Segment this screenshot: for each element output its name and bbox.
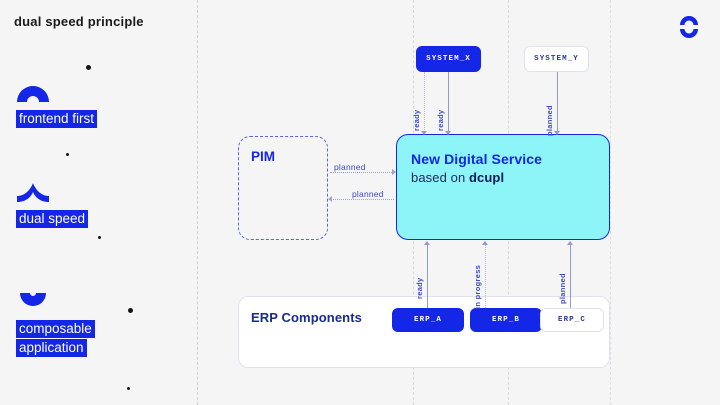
node-label: ERP_A <box>413 316 442 324</box>
decorative-dot <box>86 65 91 70</box>
background-guide-line <box>610 0 611 405</box>
rail-item-label: dual speed <box>16 210 89 228</box>
node-label: SYSTEM_Y <box>534 55 579 63</box>
connector-pim-to-service <box>330 169 396 175</box>
connector-label: ready <box>415 277 424 299</box>
decorative-dot <box>66 153 69 156</box>
cup-down-icon <box>16 292 50 312</box>
connector-erpb-in-progress <box>482 241 488 308</box>
node-label: ERP_B <box>491 316 520 324</box>
node-erp-b[interactable]: ERP_B <box>470 308 542 332</box>
subtitle-prefix: based on <box>411 170 470 185</box>
node-label: PIM <box>251 149 276 164</box>
connector-label: ready <box>412 109 421 131</box>
node-erp-a[interactable]: ERP_A <box>392 308 464 332</box>
dcupl-logo-icon <box>676 14 702 40</box>
connector-label: planned <box>558 273 567 304</box>
connector-label: planned <box>545 105 554 136</box>
connector-service-to-pim <box>328 196 394 202</box>
rail-item-label: frontend first <box>16 110 98 128</box>
connector-erpa-ready <box>424 241 430 308</box>
background-guide-line <box>197 0 198 405</box>
node-erp-c[interactable]: ERP_C <box>540 308 604 332</box>
connector-label: ready <box>436 109 445 131</box>
connector-label: planned <box>334 162 366 172</box>
rail-item-dual-speed: dual speed <box>16 182 89 228</box>
connector-label: planned <box>352 189 384 199</box>
connector-label: in progress <box>473 264 482 309</box>
node-pim[interactable]: PIM <box>238 136 328 240</box>
decorative-dot <box>127 387 130 390</box>
connector-sysx-ready-dotted <box>421 72 427 135</box>
node-label: ERP_C <box>557 316 586 324</box>
node-title: New Digital Service <box>411 151 543 167</box>
page-title: dual speed principle <box>14 14 144 29</box>
node-system-y[interactable]: SYSTEM_Y <box>524 46 589 72</box>
connector-sysy-planned <box>554 72 560 135</box>
decorative-dot <box>128 308 133 313</box>
connector-erpc-planned <box>567 241 573 308</box>
node-subtitle: based on dcupl <box>411 170 609 185</box>
connector-sysx-ready-solid <box>445 72 451 135</box>
rail-item-label: composable application <box>16 320 95 358</box>
subtitle-product: dcupl <box>469 170 505 185</box>
node-erp-components[interactable]: ERP Components <box>238 296 610 368</box>
decorative-dot <box>98 236 101 239</box>
node-system-x[interactable]: SYSTEM_X <box>416 46 481 72</box>
node-label: ERP Components <box>251 310 362 325</box>
node-label: SYSTEM_X <box>426 55 471 63</box>
caret-arch-icon <box>16 182 50 202</box>
rail-item-composable-application: composable application <box>16 292 136 358</box>
arch-up-icon <box>16 82 50 102</box>
node-new-digital-service[interactable]: New Digital Service based on dcupl <box>396 134 610 240</box>
rail-item-frontend-first: frontend first <box>16 82 98 128</box>
